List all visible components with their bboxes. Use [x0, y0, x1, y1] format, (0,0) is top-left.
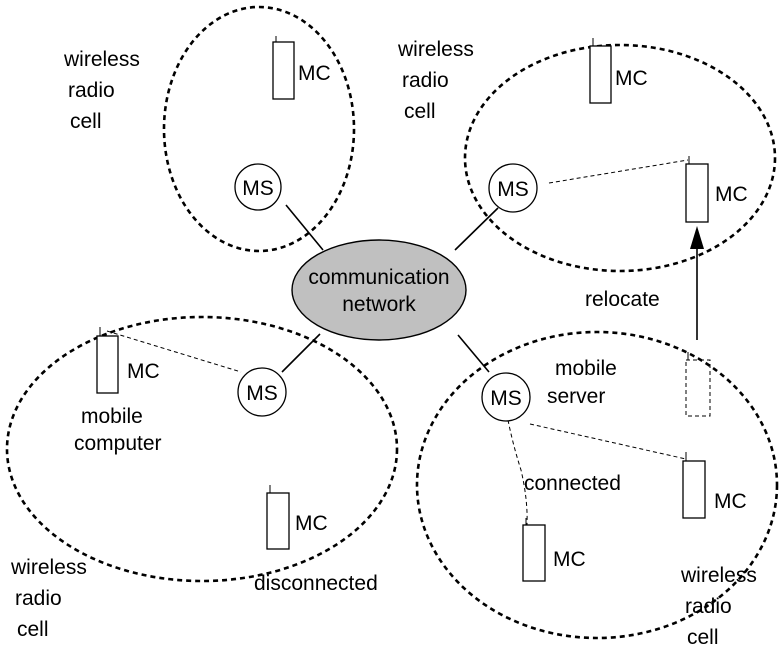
cell-label-bottom-right-1: wireless	[680, 564, 757, 587]
network-label-line2: network	[342, 293, 416, 316]
ms-label-top-right: MS	[497, 178, 529, 201]
ms-node-top-right	[488, 163, 538, 213]
cell-label-bottom-right-2: radio	[685, 595, 732, 618]
ms-node-bottom-right	[481, 372, 531, 422]
cell-label-top-right-1: wireless	[397, 38, 474, 61]
mc-device-top-left	[272, 36, 295, 100]
ms-node-bottom-left	[237, 367, 287, 417]
mc-device-bottom-right-a	[682, 452, 706, 519]
mc-label-top-left: MC	[298, 62, 331, 85]
mc-device-bottom-right-ghost	[685, 352, 711, 417]
mc-device-bottom-left-b	[266, 485, 290, 550]
mc-device-top-right-a	[589, 38, 612, 104]
wireless-link-bottom-left	[106, 330, 242, 373]
cell-top-left	[162, 5, 356, 253]
cell-label-top-right-3: cell	[404, 100, 436, 123]
cell-label-top-left-3: cell	[70, 110, 102, 133]
mc-label-bottom-left-b: MC	[295, 512, 328, 535]
cell-top-right	[463, 43, 777, 273]
link-ms-top-right	[454, 207, 499, 251]
network-label-line1: communication	[308, 266, 449, 289]
cell-label-bottom-left-1: wireless	[10, 556, 87, 579]
communication-network	[291, 239, 467, 341]
ms-label-bottom-left: MS	[246, 382, 278, 405]
mc-device-top-right-b	[685, 156, 709, 223]
cell-label-top-left-2: radio	[68, 79, 115, 102]
relocate-label: relocate	[585, 288, 660, 311]
mc-device-bottom-left-a	[96, 327, 119, 394]
wireless-link-top-right	[548, 159, 689, 184]
cell-label-bottom-left-2: radio	[15, 587, 62, 610]
mobile-computer-label-2: computer	[74, 432, 162, 455]
mc-device-bottom-right-b	[522, 518, 546, 582]
ms-node-top-left	[234, 163, 282, 211]
mc-label-bottom-left-a: MC	[127, 360, 160, 383]
cell-label-bottom-right-3: cell	[687, 626, 719, 649]
mc-label-bottom-right-a: MC	[714, 490, 747, 513]
cell-bottom-left	[5, 315, 399, 583]
cell-label-top-right-2: radio	[402, 69, 449, 92]
mobile-computer-label-1: mobile	[81, 405, 143, 428]
mc-label-top-right-b: MC	[715, 183, 748, 206]
mobile-server-label-1: mobile	[555, 357, 617, 380]
ms-label-bottom-right: MS	[490, 387, 522, 410]
cell-label-bottom-left-3: cell	[17, 618, 49, 641]
cell-label-top-left-1: wireless	[63, 48, 140, 71]
link-ms-bottom-right	[457, 334, 490, 373]
wireless-link-bottom-right-b	[507, 419, 528, 526]
link-ms-top-left	[285, 204, 324, 251]
mc-label-top-right-a: MC	[615, 67, 648, 90]
mobile-server-label-2: server	[547, 385, 605, 408]
relocate-arrow-head	[690, 226, 704, 249]
wireless-link-bottom-right-a	[529, 423, 687, 460]
connected-label: connected	[524, 472, 621, 495]
mc-label-bottom-right-b: MC	[553, 548, 586, 571]
link-ms-bottom-left	[281, 333, 321, 373]
cell-bottom-right	[415, 330, 779, 640]
ms-label-top-left: MS	[242, 177, 274, 200]
disconnected-label: disconnected	[254, 572, 378, 595]
